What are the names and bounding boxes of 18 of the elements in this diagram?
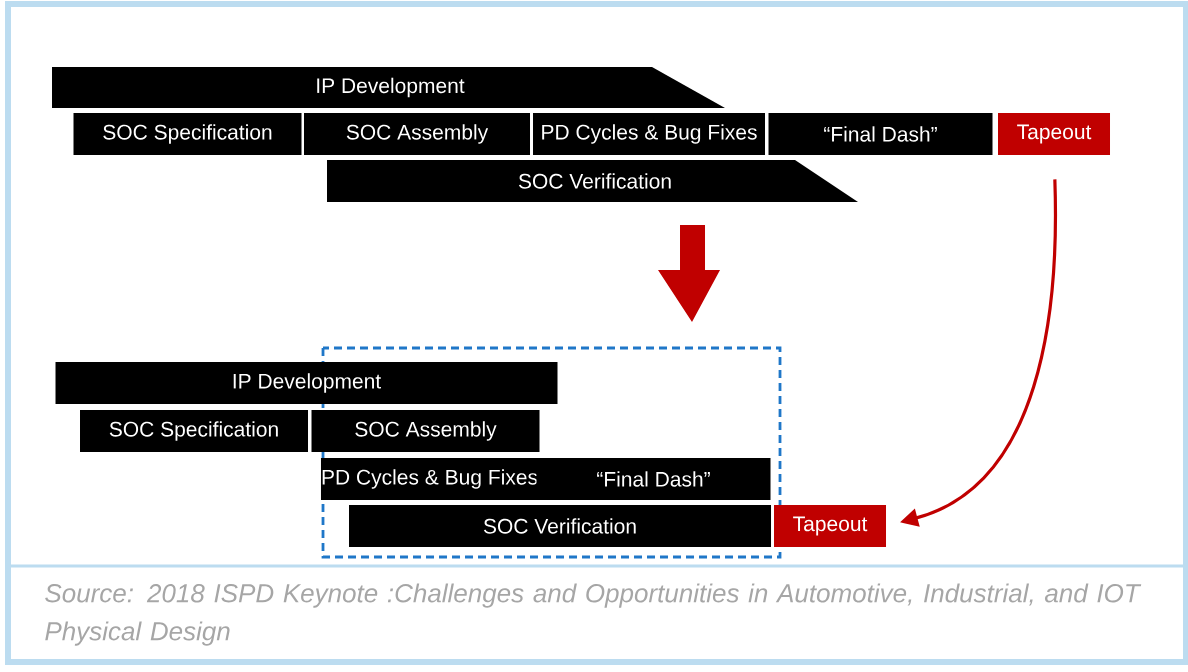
- phase-bar: IP Development: [55, 362, 558, 404]
- milestone-box: Tapeout: [998, 113, 1110, 155]
- milestone-box: Tapeout: [774, 505, 886, 547]
- phase-bar: SOC Assembly: [311, 410, 540, 452]
- caption: Source: 2018 ISPD Keynote :Challenges and Opportunities in Automotive, Industrial, and IOT Physical Design: [45, 583, 1142, 646]
- node-label: SOC Specification: [103, 124, 272, 144]
- phase-bar: “Final Dash”: [768, 113, 993, 155]
- phase-bar: SOC Verification: [349, 505, 771, 547]
- node-label: PD Cycles & Bug Fixes: [322, 469, 538, 489]
- phase-bar: PD Cycles & Bug Fixes: [321, 458, 539, 500]
- node-label: “Final Dash”: [597, 471, 710, 487]
- phase-bar: PD Cycles & Bug Fixes: [533, 113, 765, 155]
- phase-bar: “Final Dash”: [536, 458, 771, 500]
- phase-bar: IP Development: [52, 67, 725, 108]
- phase-bar: SOC Verification: [327, 160, 858, 202]
- phase-bar: SOC Specification: [73, 113, 302, 155]
- phase-bar: SOC Assembly: [304, 113, 530, 155]
- phase-bar: SOC Specification: [80, 410, 308, 452]
